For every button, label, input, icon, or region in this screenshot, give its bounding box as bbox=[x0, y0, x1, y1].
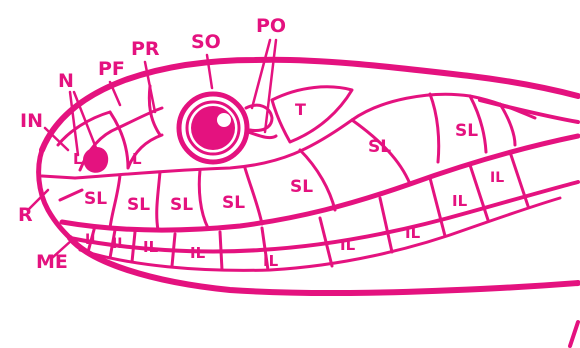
callout-me: ME bbox=[36, 253, 68, 272]
callout-n: N bbox=[58, 72, 74, 91]
nostril bbox=[83, 147, 108, 173]
postocular-scales bbox=[246, 105, 276, 137]
stray-pen-mark bbox=[570, 322, 578, 346]
scale-label-infralabial-7: IL bbox=[405, 224, 421, 242]
scale-label-supralabial-2: SL bbox=[127, 195, 150, 215]
scale-label-supralabial-7: SL bbox=[455, 121, 478, 141]
scale-label-supralabial-1: SL bbox=[84, 189, 107, 209]
callout-po: PO bbox=[256, 17, 286, 36]
scale-label-supralabial-3: SL bbox=[170, 195, 193, 215]
eye-highlight bbox=[217, 113, 231, 127]
scale-label-infralabial-4: IL bbox=[190, 244, 206, 262]
eye-pupil bbox=[191, 106, 235, 150]
scale-label-infralabial-3: IL bbox=[143, 238, 159, 256]
scale-label-infralabial-5: IL bbox=[263, 252, 279, 270]
scale-label-infralabial-2: IL bbox=[112, 236, 126, 252]
scale-label-infralabial-1: IL bbox=[85, 232, 99, 248]
callout-so: SO bbox=[191, 33, 221, 52]
callout-pf: PF bbox=[98, 60, 125, 79]
scale-label-temporal: T bbox=[295, 100, 306, 119]
callout-pr: PR bbox=[131, 40, 160, 59]
scale-label-loreal: L bbox=[132, 150, 142, 168]
callout-in: IN bbox=[20, 112, 43, 131]
scale-label-supralabial-4: SL bbox=[222, 193, 245, 213]
scale-label-infralabial-6: IL bbox=[340, 236, 356, 254]
leader-line-postocular-1 bbox=[252, 40, 270, 108]
temporal-scale bbox=[272, 87, 352, 142]
scale-label-infralabial-8: IL bbox=[452, 192, 468, 210]
scale-label-infralabial-9: IL bbox=[490, 170, 504, 186]
scale-label-supralabial-5: SL bbox=[290, 177, 313, 197]
callout-r: R bbox=[18, 206, 33, 225]
scale-label-supralabial-6: SL bbox=[368, 137, 391, 157]
